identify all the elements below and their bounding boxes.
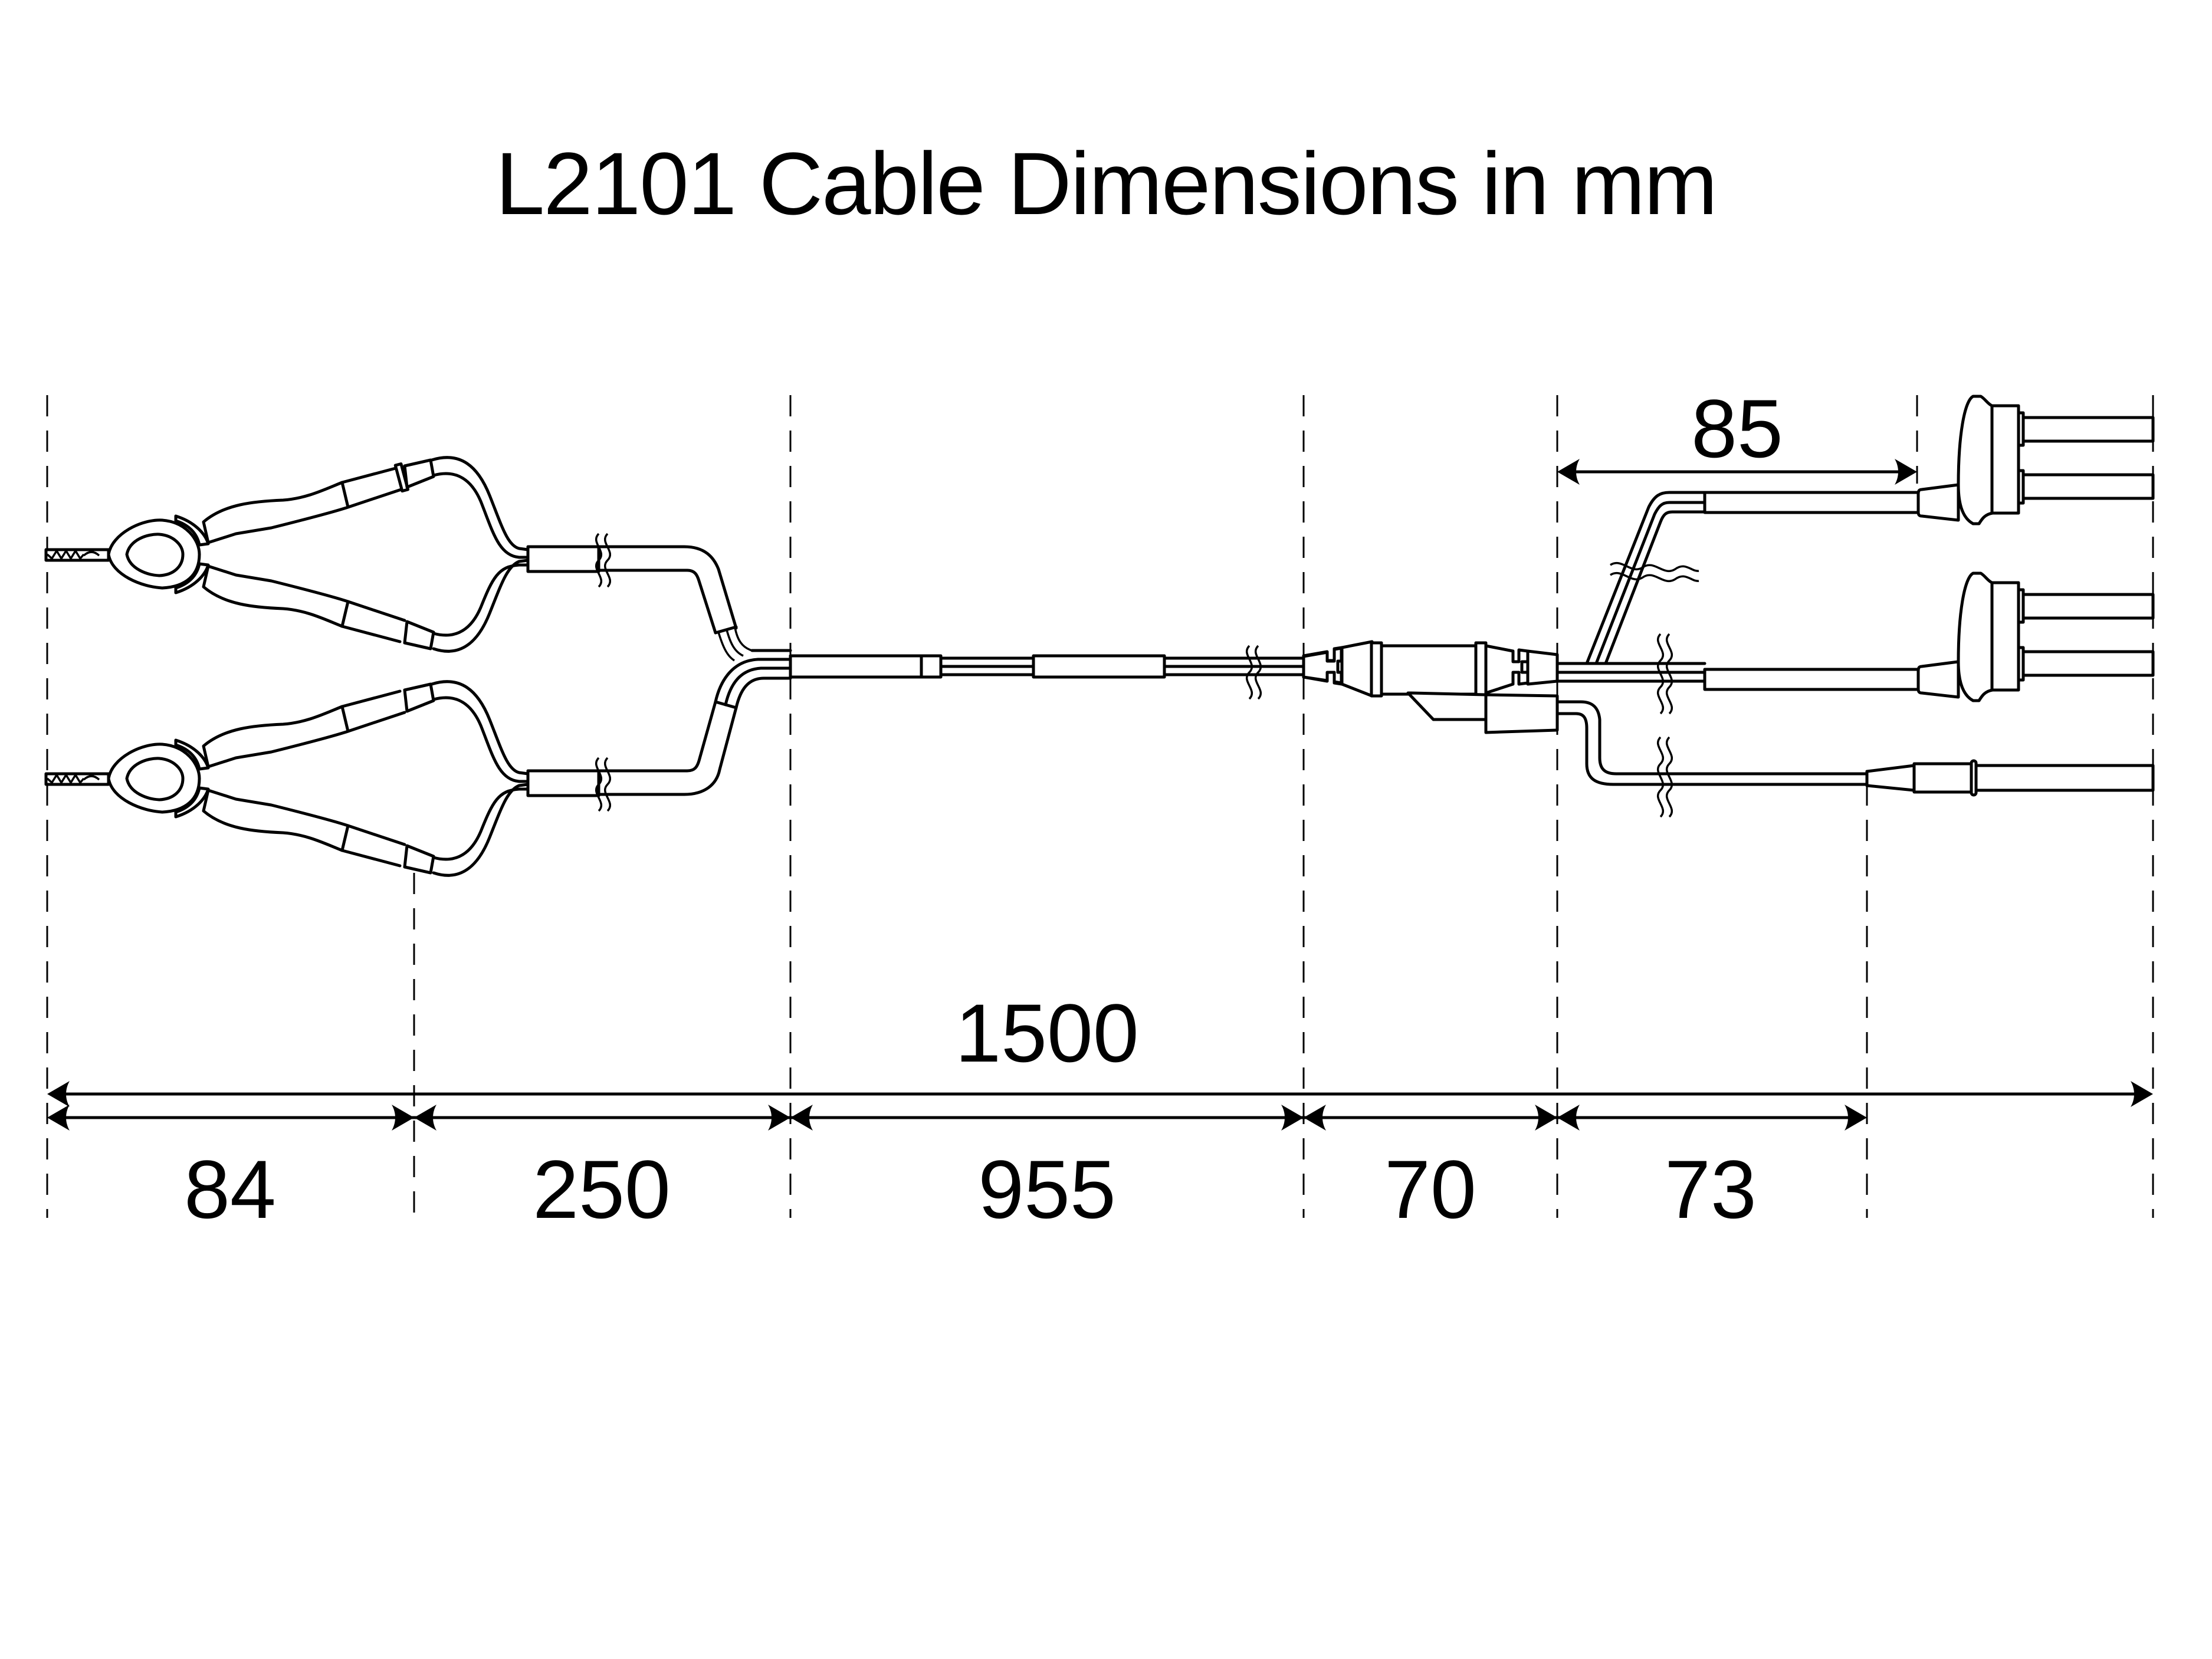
current-clamp-bottom [44, 680, 600, 877]
diagram-title: L2101 Cable Dimensions in mm [495, 134, 1718, 233]
dimension-segments: 84 250 955 70 73 [47, 1105, 1867, 1236]
segment-label-84: 84 [184, 1143, 276, 1236]
dual-plug-middle [1703, 571, 2155, 702]
inline-connector [1302, 640, 1559, 734]
main-cable [789, 645, 1305, 700]
dimension-label-85: 85 [1691, 382, 1783, 475]
dual-plug-top [1703, 395, 2155, 525]
right-leads [1555, 491, 1869, 818]
y-splitter [595, 533, 792, 812]
current-clamp-top [44, 456, 600, 653]
extension-lines [46, 395, 2154, 1218]
single-plug [1865, 759, 2155, 797]
dimension-label-total: 1500 [955, 987, 1138, 1079]
segment-label-250: 250 [533, 1143, 671, 1236]
segment-label-70: 70 [1384, 1143, 1476, 1236]
dimension-total: 1500 [47, 987, 2153, 1107]
segment-label-955: 955 [978, 1143, 1116, 1236]
segment-label-73: 73 [1665, 1143, 1757, 1236]
dimension-85: 85 [1557, 382, 1917, 485]
